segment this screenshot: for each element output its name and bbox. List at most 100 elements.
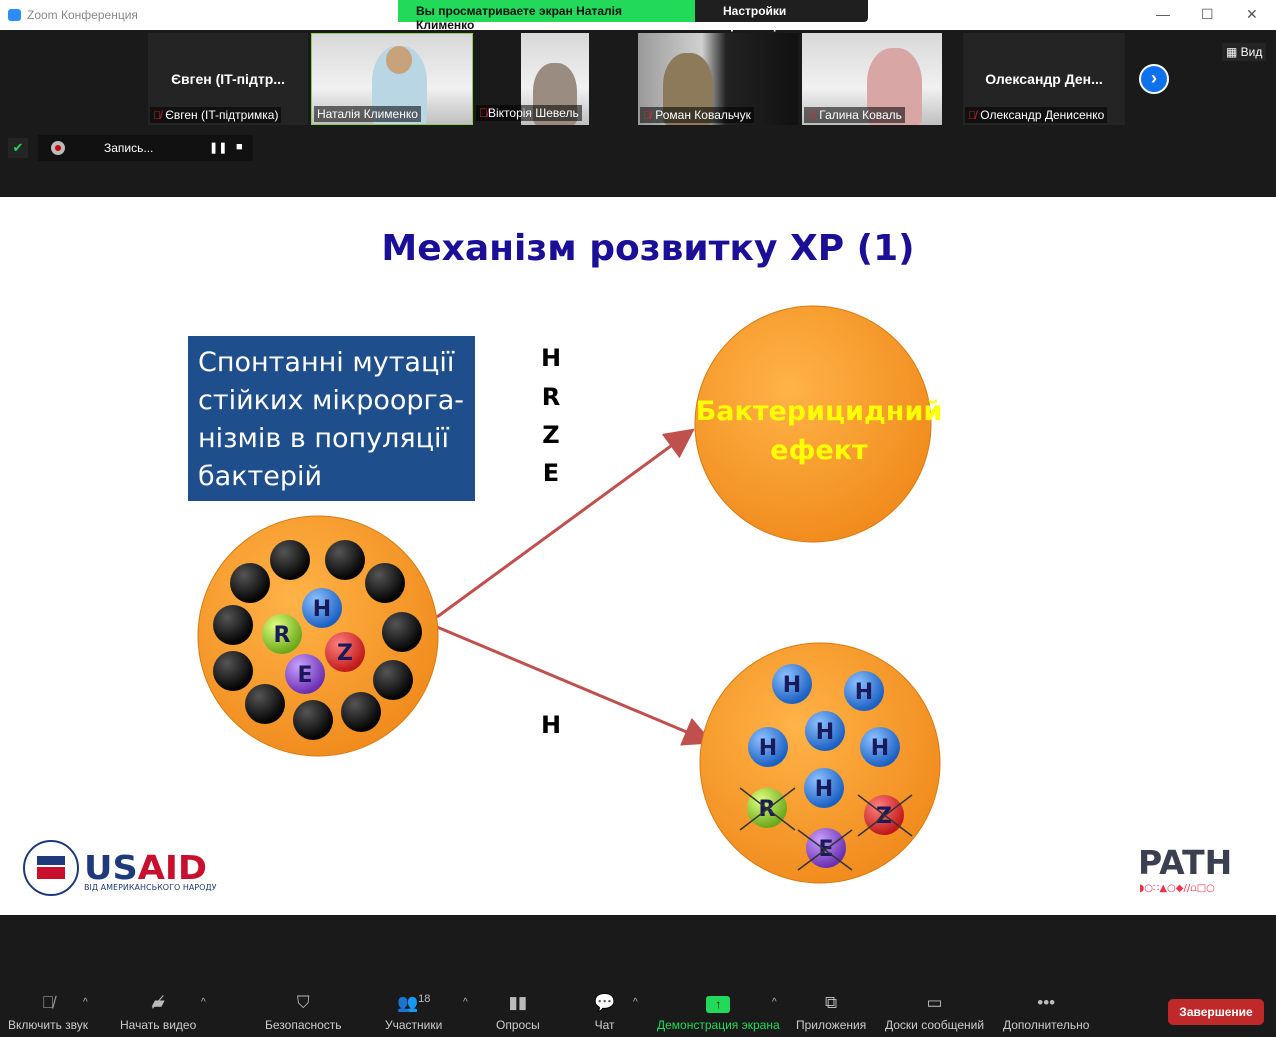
ball-label: Z — [337, 641, 353, 666]
participant-tile-active[interactable]: Наталія Клименко — [311, 33, 473, 125]
box-line: Спонтанні мутації — [198, 347, 455, 378]
more-button[interactable]: ••• Дополнительно — [1003, 993, 1089, 1032]
apps-icon: ⧉ — [825, 993, 838, 1012]
participants-icon: 👥18 — [396, 993, 431, 1013]
minimize-button[interactable]: — — [1156, 6, 1170, 22]
meeting-toolbar: 🎙̸ Включить звук ^ ▰̸ Начать видео ^ ⛉ Безо… — [0, 985, 1276, 1037]
participant-caption: Галина Коваль — [819, 108, 902, 122]
usaid-logo: USAID ВІД АМЕРИКАНСЬКОГО НАРОДУ — [23, 840, 217, 896]
polls-label: Опросы — [496, 1018, 540, 1032]
chevron-right-icon: › — [1151, 68, 1157, 88]
drug-label-lower: H — [541, 711, 561, 739]
ball-label: H — [855, 680, 873, 705]
participant-tile[interactable]: 🎙̸Роман Ковальчук — [638, 33, 798, 125]
participant-tile[interactable]: Євген (IT-підтр... 🎙̸Євген (IT-підтримка… — [148, 33, 308, 125]
viewing-label: Вы просматриваете экран Наталія Клименко — [398, 0, 695, 32]
path-symbols: ◗○∷▲○◆//⩍□○ — [1139, 883, 1215, 894]
participant-caption: 🎙̸Вікторія Шевель — [476, 105, 582, 121]
recording-label: Запись... — [104, 141, 154, 155]
participants-count: 18 — [418, 993, 431, 1005]
share-screen-button[interactable]: ↑ Демонстрация экрана — [657, 993, 780, 1032]
view-button[interactable]: ▦ Вид — [1222, 43, 1267, 61]
chat-label: Чат — [594, 1018, 615, 1032]
audio-options-caret[interactable]: ^ — [83, 997, 88, 1008]
participant-tile[interactable]: 🎙̸Галина Коваль — [802, 33, 942, 125]
maximize-button[interactable]: ☐ — [1201, 6, 1214, 22]
unmute-label: Включить звук — [8, 1018, 89, 1032]
bar-chart-icon: ▮▮ — [508, 993, 528, 1012]
mutation-box — [188, 336, 475, 501]
next-page-button[interactable]: › — [1139, 64, 1169, 94]
ball-label: H — [871, 736, 889, 761]
path-logo: PATH ◗○∷▲○◆//⩍□○ — [1138, 843, 1232, 894]
unmute-button[interactable]: 🎙̸ Включить звук — [8, 993, 88, 1032]
participant-tile[interactable]: Олександр Ден... 🎙̸Олександр Денисенко — [963, 33, 1125, 125]
participant-caption: Євген (IT-підтримка) — [165, 108, 279, 122]
participant-name: Євген (IT-підтр... — [171, 71, 285, 87]
box-line: стійких мікроорга- — [198, 385, 464, 416]
ball-label: H — [783, 673, 801, 698]
share-caret[interactable]: ^ — [772, 997, 777, 1008]
participant-name: Олександр Ден... — [985, 71, 1103, 87]
drug-label: H — [541, 344, 561, 372]
video-options-caret[interactable]: ^ — [201, 997, 206, 1008]
muted-mic-icon: 🎙̸ — [41, 993, 55, 1012]
apps-label: Приложения — [796, 1018, 867, 1032]
drug-label: Z — [542, 421, 559, 449]
ball-label: E — [297, 663, 312, 688]
close-button[interactable]: ✕ — [1246, 6, 1258, 22]
participant-caption: Наталія Клименко — [317, 107, 418, 121]
muted-mic-icon: 🎙̸ — [153, 110, 162, 122]
effect-line: Бактерицидний — [696, 396, 943, 427]
start-video-button[interactable]: ▰̸ Начать видео — [120, 993, 196, 1032]
more-icon: ••• — [1037, 993, 1056, 1012]
bactericidal-circle — [694, 305, 932, 543]
box-line: бактерій — [198, 461, 322, 492]
participants-label: Участники — [385, 1018, 443, 1032]
box-line: нізмів в популяції — [198, 423, 450, 454]
security-label: Безопасность — [265, 1018, 342, 1032]
participant-caption: Роман Ковальчук — [655, 108, 751, 122]
app-title: Zoom Конференция — [27, 8, 138, 22]
path-wordmark: PATH — [1138, 843, 1232, 882]
cross-out-marks — [739, 787, 913, 871]
ball-label: H — [816, 720, 834, 745]
more-label: Дополнительно — [1003, 1018, 1090, 1032]
start-video-label: Начать видео — [120, 1018, 197, 1032]
ball-label: H — [759, 736, 777, 761]
ball-label: H — [815, 777, 833, 802]
cloud-record-icon — [51, 141, 65, 155]
stop-recording-button[interactable]: ■ — [236, 141, 243, 153]
security-button[interactable]: ⛉ Безопасность — [265, 993, 342, 1032]
end-meeting-button[interactable]: Завершение — [1168, 999, 1264, 1025]
video-off-icon: ▰̸ — [151, 993, 165, 1012]
chat-icon: 💬 — [594, 993, 616, 1012]
pause-recording-button[interactable]: ❚❚ — [209, 142, 228, 154]
whiteboards-button[interactable]: ▭Доски сообщений — [885, 993, 984, 1032]
polls-button[interactable]: ▮▮ Опросы — [496, 993, 540, 1032]
chat-button[interactable]: 💬 Чат — [594, 993, 615, 1032]
security-shield-icon[interactable]: ✔ — [8, 138, 28, 158]
share-label: Демонстрация экрана — [657, 1018, 780, 1032]
chat-caret[interactable]: ^ — [633, 997, 638, 1008]
arrow-down — [436, 625, 714, 746]
view-settings-button[interactable]: Настройки просмотра ⌄ — [695, 0, 868, 32]
effect-line: ефект — [770, 435, 868, 466]
drug-label: R — [542, 383, 560, 411]
usaid-wordmark: USAID — [84, 848, 207, 887]
participant-caption-text: Вікторія Шевель — [488, 106, 579, 120]
usaid-tagline: ВІД АМЕРИКАНСЬКОГО НАРОДУ — [84, 883, 217, 892]
ball-label: R — [274, 623, 291, 648]
arrow-up — [436, 428, 695, 619]
whiteboard-icon: ▭ — [926, 993, 943, 1012]
screen-share-banner: Вы просматриваете экран Наталія Клименко… — [398, 0, 868, 32]
ball-label: H — [313, 597, 331, 622]
apps-button[interactable]: ⧉ Приложения — [796, 993, 866, 1032]
shared-slide: Механізм розвитку ХР (1) Спонтанні мутац… — [0, 197, 1276, 915]
slide-title: Механізм розвитку ХР (1) — [381, 228, 914, 269]
participants-caret[interactable]: ^ — [463, 997, 468, 1008]
zoom-logo-icon — [8, 9, 21, 21]
shield-icon: ⛉ — [296, 993, 310, 1012]
share-screen-icon: ↑ — [706, 996, 731, 1013]
